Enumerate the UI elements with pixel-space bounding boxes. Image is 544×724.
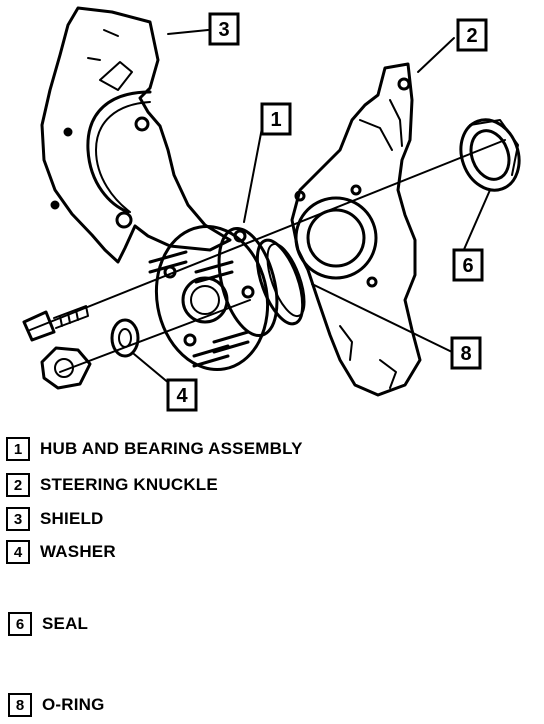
svg-text:2: 2	[466, 25, 477, 47]
hub-bearing-part	[148, 224, 279, 372]
legend-item-hub: 1 HUB AND BEARING ASSEMBLY	[6, 435, 303, 463]
shield-part	[40, 6, 232, 264]
legend-number-box: 1	[6, 437, 30, 461]
callout-8: 8	[450, 336, 482, 370]
leader-line-8	[311, 283, 453, 353]
svg-text:3: 3	[218, 19, 229, 41]
legend-label: O-RING	[42, 695, 105, 714]
legend-label: SHIELD	[40, 509, 104, 528]
legend-item-shield: 3 SHIELD	[6, 505, 104, 533]
o-ring-part	[255, 238, 306, 326]
svg-text:1: 1	[270, 109, 281, 131]
exploded-view-diagram: 3 2 1 6 8 4	[22, 6, 521, 412]
legend-label: SEAL	[42, 614, 89, 633]
assembly-axis-line-lower	[59, 299, 251, 373]
callout-4: 4	[166, 378, 198, 412]
callout-2: 2	[456, 18, 488, 52]
svg-text:4: 4	[176, 385, 188, 407]
callout-6: 6	[452, 248, 484, 282]
legend-number-box: 2	[6, 473, 30, 497]
assembly-axis-line	[29, 139, 506, 331]
callout-3: 3	[208, 12, 240, 46]
bolt-part	[22, 305, 89, 342]
legend-number-box: 4	[6, 540, 30, 564]
legend-label: STEERING KNUCKLE	[40, 475, 218, 494]
legend-number-box: 6	[8, 612, 32, 636]
svg-text:8: 8	[460, 343, 471, 365]
svg-text:6: 6	[462, 255, 473, 277]
legend-item-washer: 4 WASHER	[6, 538, 116, 566]
legend-number-box: 3	[6, 507, 30, 531]
legend-item-o-ring: 8 O-RING	[8, 691, 105, 719]
washer-part	[110, 318, 140, 358]
seal-part	[459, 118, 521, 192]
leader-line-2	[417, 37, 455, 73]
legend-label: WASHER	[40, 542, 116, 561]
legend-label: HUB AND BEARING ASSEMBLY	[40, 439, 303, 458]
legend-number-box: 8	[8, 693, 32, 717]
leader-line-3	[167, 29, 209, 35]
leader-line-6	[461, 189, 491, 255]
leader-line-4	[133, 353, 171, 385]
legend-item-seal: 6 SEAL	[8, 610, 88, 638]
leader-line-1	[243, 127, 263, 223]
steering-knuckle-part	[290, 62, 422, 397]
callout-1: 1	[260, 102, 292, 136]
nut-part	[40, 346, 92, 390]
legend-item-knuckle: 2 STEERING KNUCKLE	[6, 471, 218, 499]
